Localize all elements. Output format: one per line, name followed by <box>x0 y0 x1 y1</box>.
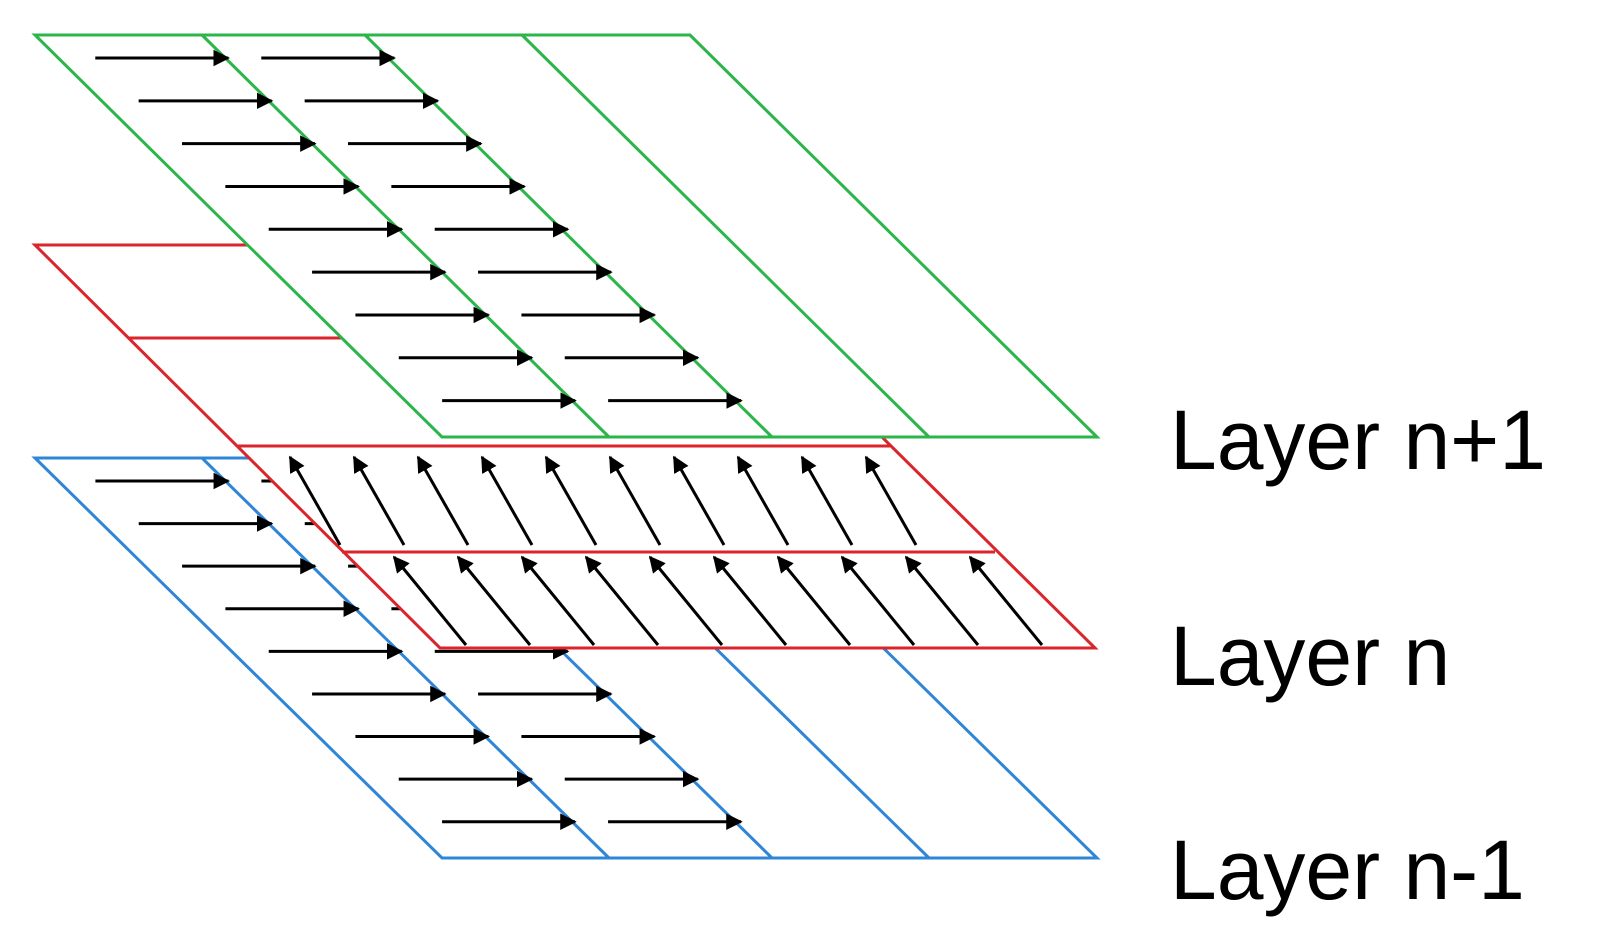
layer-n-arrow <box>968 555 1044 646</box>
layer-n-plus-1-column-divider <box>520 33 931 439</box>
layer-n-arrow <box>712 555 788 646</box>
layer-n-arrow <box>672 455 726 546</box>
layer-n-group <box>31 243 1099 650</box>
layer-n-arrow <box>392 555 468 646</box>
layer-n-arrow <box>480 455 534 546</box>
layer-n-arrow <box>352 455 406 546</box>
layer-n-arrow <box>288 455 342 546</box>
layer-n-arrow <box>456 555 532 646</box>
layer-n-plus-1-group <box>31 33 1101 439</box>
layer-n-arrow <box>608 455 662 546</box>
layer-n-arrow <box>776 555 852 646</box>
layer-n-arrow <box>648 555 724 646</box>
label-layer-n-minus-1: Layer n-1 <box>1170 823 1525 917</box>
layer-n-arrow <box>520 555 596 646</box>
layer-n-arrow <box>416 455 470 546</box>
layer-n-arrow <box>584 555 660 646</box>
layer-n-arrow <box>800 455 854 546</box>
label-layer-n-plus-1: Layer n+1 <box>1170 393 1546 487</box>
layer-n-arrow <box>736 455 790 546</box>
layer-n-arrow <box>840 555 916 646</box>
layer-n-arrow <box>864 455 918 546</box>
layer-n-arrow <box>904 555 980 646</box>
label-layer-n: Layer n <box>1170 609 1451 703</box>
layer-n-arrow <box>544 455 598 546</box>
